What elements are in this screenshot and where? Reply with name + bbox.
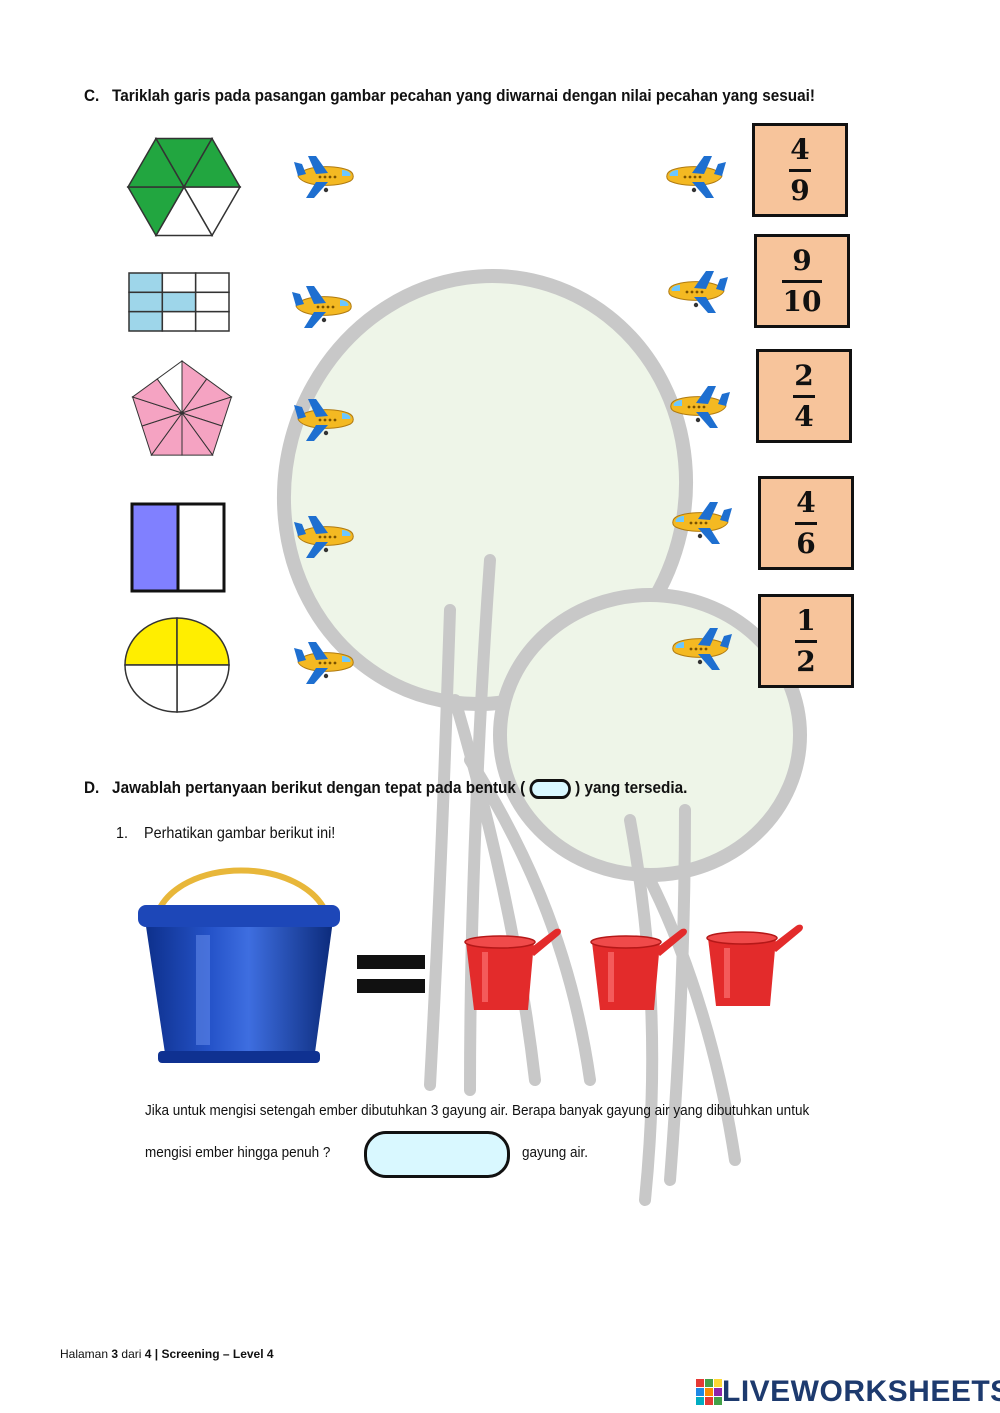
fraction-numerator: 1 bbox=[796, 603, 816, 637]
hexagon-fraction-shape[interactable] bbox=[126, 130, 242, 244]
grid-cell bbox=[194, 272, 230, 294]
grid-cell bbox=[161, 310, 197, 332]
question-1-heading: 1. Perhatikan gambar berikut ini! bbox=[116, 825, 335, 843]
section-c-instruction: Tariklah garis pada pasangan gambar peca… bbox=[112, 86, 815, 105]
fraction-bar bbox=[782, 279, 822, 283]
grid-cell bbox=[128, 310, 164, 332]
section-d-letter: D. bbox=[84, 778, 100, 797]
fraction-box-1[interactable]: 4 9 bbox=[752, 123, 848, 217]
footer-title: Screening – Level 4 bbox=[161, 1347, 274, 1361]
circle-part bbox=[124, 664, 178, 713]
square-part bbox=[130, 502, 180, 593]
footer-total: 4 bbox=[144, 1347, 152, 1361]
liveworksheets-logo-text: LIVEWORKSHEETS bbox=[722, 1375, 1000, 1408]
question-number: 1. bbox=[116, 825, 129, 842]
pentagon-part bbox=[156, 360, 183, 415]
question-text-line-2-start: mengisi ember hingga penuh ? bbox=[145, 1144, 331, 1161]
footer-of: dari bbox=[121, 1347, 142, 1361]
liveworksheets-logo-icon bbox=[696, 1379, 722, 1405]
bucket-icon bbox=[138, 867, 340, 1063]
grid-cell bbox=[194, 291, 230, 313]
airplane-icon[interactable] bbox=[292, 638, 356, 686]
water-dipper-icon bbox=[590, 928, 687, 1010]
airplane-icon[interactable] bbox=[670, 498, 734, 546]
fraction-box-3[interactable]: 2 4 bbox=[756, 349, 852, 443]
question-text-line-1: Jika untuk mengisi setengah ember dibutu… bbox=[145, 1102, 810, 1119]
circle-fraction-shape[interactable] bbox=[123, 616, 231, 714]
grid-cell bbox=[161, 272, 197, 294]
fraction-denominator: 6 bbox=[796, 526, 816, 560]
grid-cell bbox=[194, 310, 230, 332]
section-d-instruction-end: ) yang tersedia. bbox=[575, 778, 688, 797]
fraction-bar bbox=[789, 168, 811, 172]
fraction-numerator: 9 bbox=[792, 243, 812, 277]
grid-cell bbox=[161, 291, 197, 313]
circle-part bbox=[124, 617, 178, 666]
circle-part bbox=[176, 664, 230, 713]
airplane-icon[interactable] bbox=[666, 267, 730, 315]
circle-part bbox=[176, 617, 230, 666]
question-text-line-2-end: gayung air. bbox=[522, 1144, 589, 1161]
fraction-denominator: 9 bbox=[790, 173, 810, 207]
fraction-denominator: 10 bbox=[782, 284, 822, 318]
fraction-denominator: 2 bbox=[796, 644, 816, 678]
answer-input[interactable] bbox=[364, 1131, 510, 1178]
square-fraction-shape[interactable] bbox=[130, 502, 228, 594]
question-title: Perhatikan gambar berikut ini! bbox=[144, 825, 336, 842]
airplane-icon[interactable] bbox=[664, 152, 728, 200]
fraction-bar bbox=[795, 521, 817, 525]
section-c-heading: C. Tariklah garis pada pasangan gambar p… bbox=[84, 86, 815, 106]
water-dipper-icon bbox=[464, 928, 561, 1010]
fraction-box-2[interactable]: 9 10 bbox=[754, 234, 850, 328]
page-footer: Halaman 3 dari 4 | Screening – Level 4 bbox=[60, 1347, 274, 1361]
airplane-icon[interactable] bbox=[670, 624, 734, 672]
footer-separator: | bbox=[154, 1347, 159, 1361]
square-part bbox=[176, 502, 226, 593]
section-c-letter: C. bbox=[84, 86, 100, 105]
section-d-heading: D. Jawablah pertanyaan berikut dengan te… bbox=[84, 778, 687, 799]
fraction-box-4[interactable]: 4 6 bbox=[758, 476, 854, 570]
airplane-icon[interactable] bbox=[290, 282, 354, 330]
fraction-bar bbox=[795, 639, 817, 643]
fraction-box-5[interactable]: 1 2 bbox=[758, 594, 854, 688]
grid-cell bbox=[128, 272, 164, 294]
hexagon-part bbox=[182, 137, 242, 188]
liveworksheets-logo[interactable]: LIVEWORKSHEETS bbox=[696, 1375, 1000, 1409]
pentagon-fraction-shape[interactable] bbox=[127, 360, 237, 460]
footer-prefix: Halaman bbox=[60, 1347, 109, 1361]
grid-cell bbox=[128, 291, 164, 313]
airplane-icon[interactable] bbox=[292, 152, 356, 200]
section-d-instruction-start: Jawablah pertanyaan berikut dengan tepat… bbox=[112, 778, 526, 797]
answer-shape-example-icon bbox=[529, 778, 571, 799]
water-dipper-icon bbox=[706, 924, 803, 1006]
fraction-denominator: 4 bbox=[794, 399, 814, 433]
fraction-numerator: 4 bbox=[790, 132, 810, 166]
equals-sign-icon bbox=[357, 955, 425, 993]
airplane-icon[interactable] bbox=[668, 382, 732, 430]
airplane-icon[interactable] bbox=[292, 512, 356, 560]
fraction-numerator: 2 bbox=[794, 358, 814, 392]
rectangle-fraction-shape[interactable] bbox=[127, 271, 231, 333]
fraction-bar bbox=[793, 394, 815, 398]
footer-page: 3 bbox=[111, 1347, 119, 1361]
fraction-numerator: 4 bbox=[796, 485, 816, 519]
airplane-icon[interactable] bbox=[292, 395, 356, 443]
